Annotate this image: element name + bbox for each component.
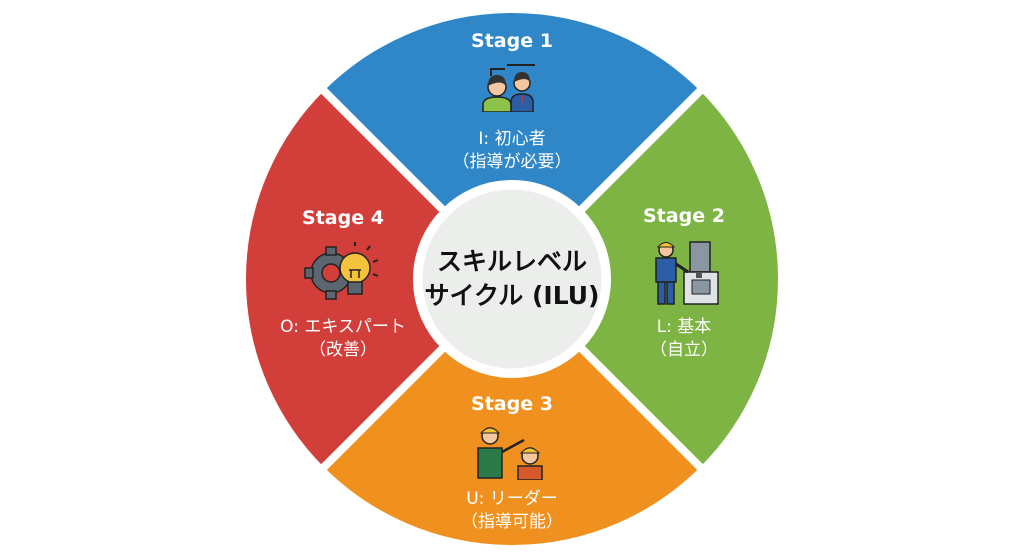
- gear-lightbulb-icon: [304, 242, 379, 300]
- stage-1-title: I: 初心者: [478, 129, 546, 149]
- center-circle: [415, 182, 609, 376]
- stage-3-note: （指導可能）: [461, 512, 563, 532]
- leader-teaching-icon: [477, 427, 543, 480]
- stage-2-title: L: 基本: [656, 317, 712, 337]
- stage-2-label: Stage 2: [643, 205, 725, 227]
- stage-1-label: Stage 1: [471, 30, 553, 52]
- stage-1-note: （指導が必要）: [452, 152, 572, 172]
- title-line-1: スキルレベル: [436, 247, 588, 276]
- mentor-trainee-icon: [482, 64, 535, 112]
- stage-3-label: Stage 3: [471, 393, 553, 415]
- stage-3-title: U: リーダー: [466, 489, 558, 509]
- stage-4-title: O: エキスパート: [280, 317, 406, 337]
- stage-4-name: O: エキスパート （改善）: [280, 316, 406, 362]
- diagram-title: スキルレベル サイクル (ILU): [425, 245, 600, 313]
- worker-machine-icon: [655, 241, 719, 305]
- stage-1-name: I: 初心者 （指導が必要）: [453, 128, 572, 174]
- title-line-2: サイクル (ILU): [424, 281, 600, 310]
- stage-2-note: （自立）: [650, 340, 718, 360]
- stage-2-name: L: 基本 （自立）: [650, 316, 718, 362]
- stage-4-note: （改善）: [308, 340, 377, 360]
- stage-3-name: U: リーダー （指導可能）: [461, 488, 563, 534]
- stage-4-label: Stage 4: [302, 207, 384, 229]
